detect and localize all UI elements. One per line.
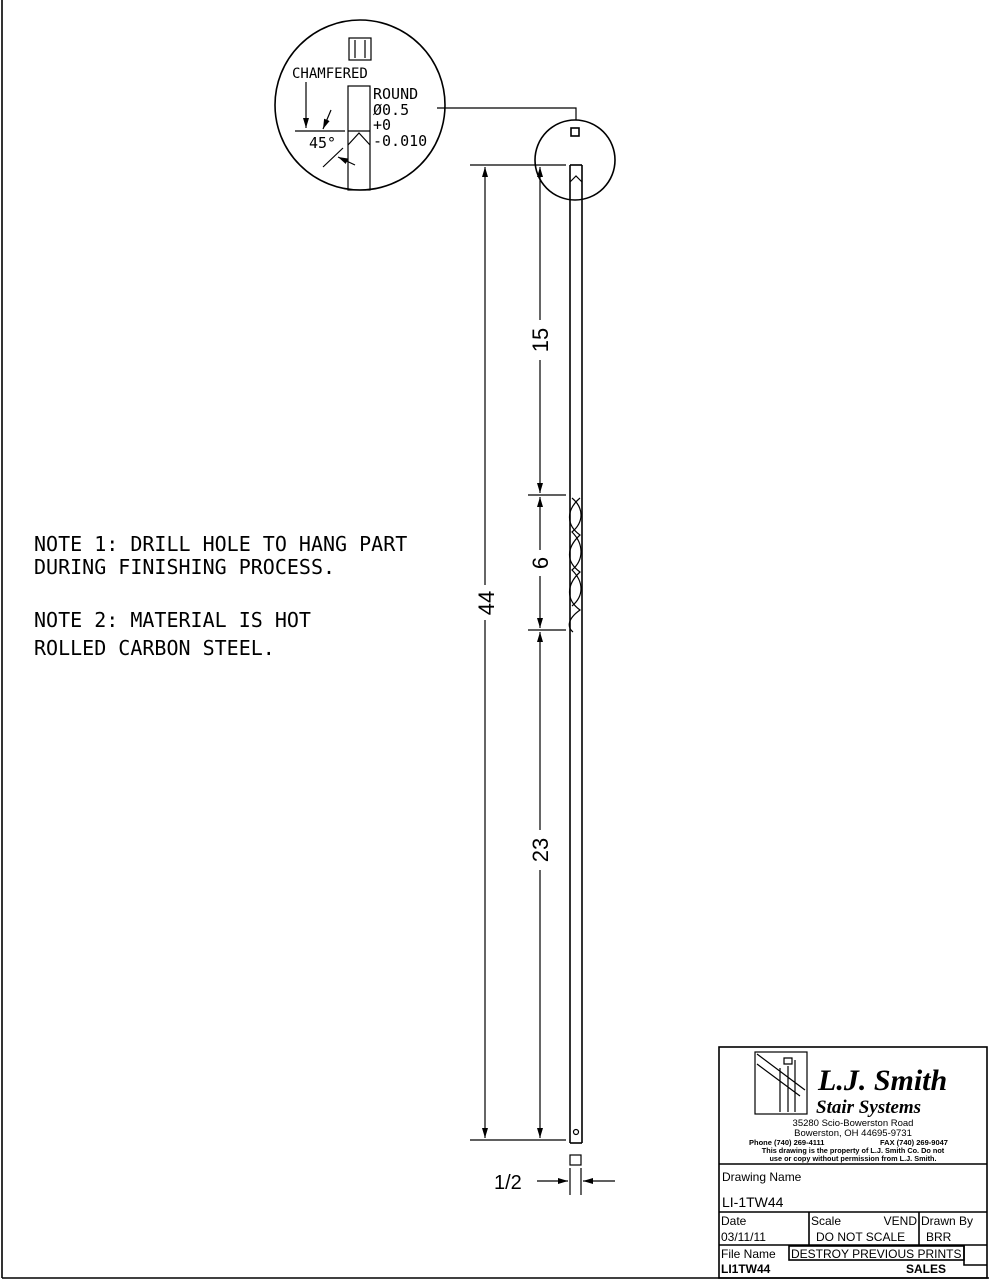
dim-twist: 6 [528,557,553,569]
section-square [569,1154,582,1166]
file-name-label: File Name [721,1247,776,1261]
scale-label: Scale [811,1214,841,1228]
disclaimer-line-2: use or copy without permission from L.J.… [769,1154,936,1163]
dim-width: 1/2 [494,1172,522,1194]
title-block: L.J. Smith Stair Systems 35280 Scio-Bowe… [718,1046,988,1279]
date-label: Date [721,1214,747,1228]
destroy-notice: DESTROY PREVIOUS PRINTS [791,1247,961,1261]
company-name: L.J. Smith [817,1064,947,1097]
chamfer-detail: CHAMFERED 45° ROUND Ø0.5 +0 -0.010 [274,19,446,191]
dim-overall: 44 [474,591,499,615]
date-value: 03/11/11 [721,1230,766,1244]
angle-label: 45° [309,134,336,152]
address-line-1: 35280 Scio-Bowerston Road [793,1118,914,1129]
file-name-value: LI1TW44 [721,1262,771,1276]
company-subtitle: Stair Systems [816,1097,921,1118]
picket-bar [568,164,583,1166]
vend-label: VEND [884,1214,918,1228]
notes: NOTE 1: DRILL HOLE TO HANG PART DURING F… [34,532,407,660]
drawn-by-value: BRR [926,1230,952,1244]
drawing-name-label: Drawing Name [722,1170,802,1184]
note-2-line-1: NOTE 2: MATERIAL IS HOT [34,608,311,632]
chamfered-label: CHAMFERED [292,66,368,82]
hang-hole [572,1128,580,1136]
scale-value: DO NOT SCALE [816,1230,905,1244]
disclaimer-line-1: This drawing is the property of L.J. Smi… [762,1146,945,1155]
drawing-name: LI-1TW44 [722,1194,784,1210]
dimensions: 44 15 6 23 1/2 [470,164,615,1195]
fax: FAX (740) 269-9047 [880,1138,948,1147]
dim-bottom: 23 [528,838,553,862]
phone: Phone (740) 269-4111 [749,1138,824,1147]
drawn-by-label: Drawn By [921,1214,973,1228]
profile-label: ROUND [373,85,418,103]
twist-section [568,497,582,633]
dim-top: 15 [528,328,553,352]
note-2-line-2: ROLLED CARBON STEEL. [34,636,275,660]
tolerance-plus: +0 [373,116,391,134]
company-logo: L.J. Smith Stair Systems [754,1051,947,1118]
note-1-line-2: DURING FINISHING PROCESS. [34,555,335,579]
address-line-2: Bowerston, OH 44695-9731 [794,1128,912,1139]
tolerance-minus: -0.010 [373,132,427,150]
diameter-label: Ø0.5 [373,101,409,119]
sales-label: SALES [906,1262,946,1276]
detail-callout [437,107,616,201]
note-1-line-1: NOTE 1: DRILL HOLE TO HANG PART [34,532,407,556]
